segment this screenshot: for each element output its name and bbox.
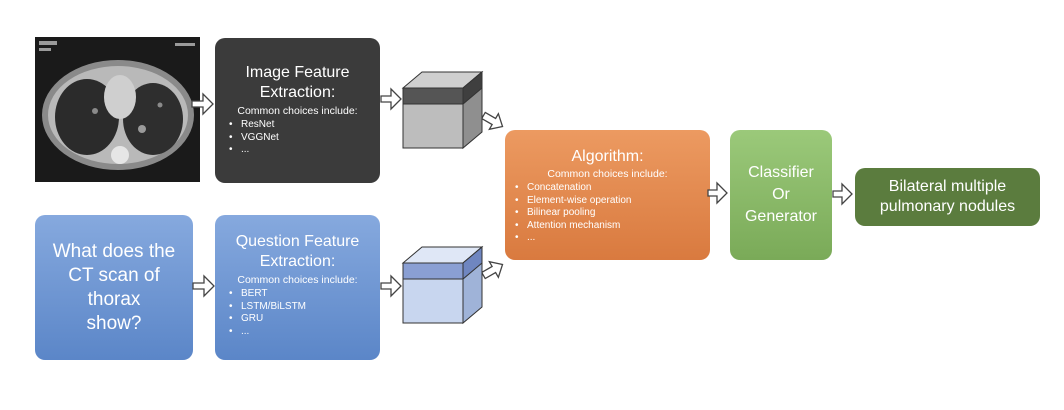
question-feature-title-line1: Question Feature bbox=[235, 233, 360, 250]
list-item: Attention mechanism bbox=[515, 220, 710, 233]
list-item: ... bbox=[229, 326, 380, 339]
list-item: VGGNet bbox=[229, 132, 380, 145]
arrow-icon bbox=[707, 181, 728, 205]
list-item: Concatenation bbox=[515, 182, 710, 195]
list-item: ... bbox=[229, 144, 380, 157]
list-item: BERT bbox=[229, 288, 380, 301]
arrow-icon bbox=[480, 260, 504, 280]
arrow-icon bbox=[191, 92, 214, 116]
image-feature-title-line1: Image Feature bbox=[245, 64, 350, 81]
question-feature-extraction-box: Question Feature Extraction: Common choi… bbox=[215, 215, 380, 360]
question-input-box: What does the CT scan of thorax show? bbox=[35, 215, 193, 360]
arrow-icon bbox=[480, 111, 504, 131]
classifier-box: Classifier Or Generator bbox=[730, 130, 832, 260]
classifier-line3: Generator bbox=[744, 208, 818, 225]
image-feature-subtitle: Common choices include: bbox=[237, 105, 358, 117]
algorithm-subtitle: Common choices include: bbox=[547, 168, 668, 180]
question-line1: What does the bbox=[52, 240, 176, 262]
arrow-icon bbox=[832, 182, 853, 206]
output-box: Bilateral multiple pulmonary nodules bbox=[855, 168, 1040, 226]
image-feature-title: Image Feature Extraction: bbox=[215, 63, 380, 103]
output-line2: pulmonary nodules bbox=[879, 198, 1016, 215]
arrow-icon bbox=[380, 87, 402, 111]
image-feature-title-line2: Extraction: bbox=[259, 84, 336, 101]
list-item: ResNet bbox=[229, 119, 380, 132]
algorithm-box: Algorithm: Common choices include: Conca… bbox=[505, 130, 710, 260]
question-feature-cube bbox=[401, 245, 484, 325]
arrow-icon bbox=[192, 274, 215, 298]
ct-scan-image bbox=[35, 37, 200, 182]
question-feature-list: BERT LSTM/BiLSTM GRU ... bbox=[215, 288, 380, 338]
image-feature-cube bbox=[401, 70, 484, 150]
image-feature-extraction-box: Image Feature Extraction: Common choices… bbox=[215, 38, 380, 183]
classifier-line2: Or bbox=[772, 186, 790, 203]
question-line2: CT scan of thorax bbox=[68, 264, 160, 310]
question-feature-title: Question Feature Extraction: bbox=[215, 232, 380, 272]
question-feature-subtitle: Common choices include: bbox=[237, 274, 358, 286]
algorithm-list: Concatenation Element-wise operation Bil… bbox=[505, 182, 710, 245]
list-item: GRU bbox=[229, 313, 380, 326]
algorithm-title: Algorithm: bbox=[571, 148, 644, 165]
question-feature-title-line2: Extraction: bbox=[259, 253, 336, 270]
arrow-icon bbox=[380, 274, 402, 298]
output-line1: Bilateral multiple bbox=[888, 178, 1007, 195]
list-item: Bilinear pooling bbox=[515, 207, 710, 220]
list-item: Element-wise operation bbox=[515, 195, 710, 208]
question-line3: show? bbox=[86, 312, 142, 334]
list-item: LSTM/BiLSTM bbox=[229, 301, 380, 314]
classifier-line1: Classifier bbox=[748, 164, 814, 181]
list-item: ... bbox=[515, 232, 710, 245]
image-feature-list: ResNet VGGNet ... bbox=[215, 119, 380, 157]
